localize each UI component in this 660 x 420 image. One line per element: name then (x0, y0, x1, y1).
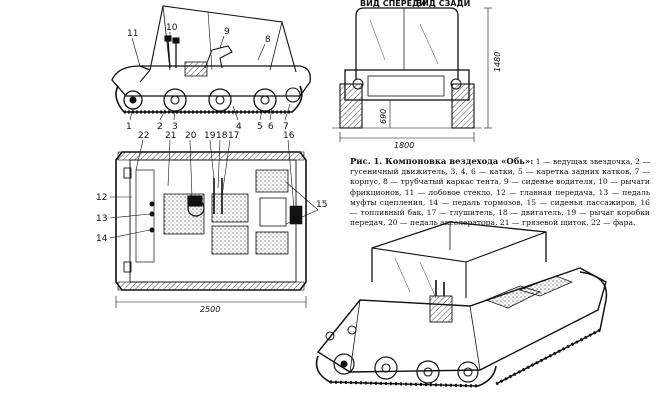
caption-title: Рис. 1. Компоновка вездехода «Обь»: (350, 156, 534, 166)
width-dimension: 1800 (394, 141, 414, 150)
plan-callout-20: 20 (185, 131, 197, 141)
height-dimension: 1480 (493, 52, 502, 72)
side-callout-3: 3 (172, 122, 178, 132)
plan-callout-22: 22 (138, 131, 149, 141)
side-callout-9: 9 (224, 27, 230, 37)
plan-callout-21: 21 (165, 131, 176, 141)
front-rear-view-drawing (332, 7, 492, 142)
side-callout-2: 2 (157, 122, 163, 132)
isometric-view-drawing (315, 221, 608, 388)
plan-callout-12: 12 (96, 193, 107, 203)
plan-callout-15: 15 (316, 200, 327, 210)
side-callout-10: 10 (166, 23, 178, 33)
length-dimension: 2500 (200, 305, 220, 314)
plan-callout-16: 16 (283, 131, 295, 141)
side-callout-4: 4 (236, 122, 242, 132)
side-callout-1: 1 (126, 122, 132, 132)
side-callout-5: 5 (257, 122, 263, 132)
clearance-dimension: 690 (379, 109, 388, 124)
side-callout-11: 11 (127, 29, 138, 39)
rear-view-header: ВИД СЗАДИ (416, 0, 470, 8)
figure-caption: Рис. 1. Компоновка вездехода «Обь»: 1 — … (350, 156, 650, 228)
front-view-header: ВИД СПЕРЕДИ (360, 0, 426, 8)
plan-view-drawing (109, 139, 319, 308)
side-callout-6: 6 (268, 122, 274, 132)
plan-callout-19: 19 (204, 131, 216, 141)
plan-callout-14: 14 (96, 234, 108, 244)
side-view-drawing (111, 5, 311, 121)
plan-callout-18: 18 (216, 131, 228, 141)
side-callout-8: 8 (265, 35, 271, 45)
side-callout-7: 7 (283, 122, 289, 132)
plan-callout-13: 13 (96, 214, 107, 224)
plan-callout-17: 17 (228, 131, 239, 141)
caption-body: 1 — ведущая звездочка, 2 — гусеничный дв… (350, 157, 650, 228)
